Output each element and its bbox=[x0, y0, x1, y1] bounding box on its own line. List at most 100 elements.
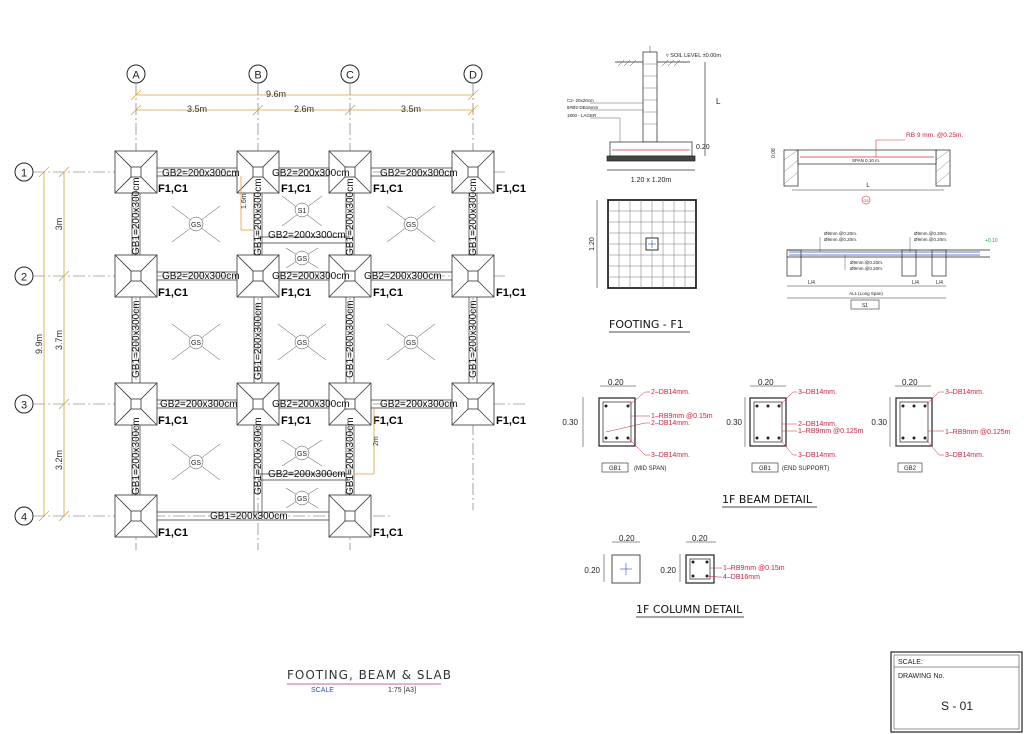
grid-label-b: B bbox=[254, 70, 261, 82]
footing-b1 bbox=[236, 150, 280, 194]
footing-thickness-label: 0.20 bbox=[696, 144, 710, 151]
beam-top-bars: 3–DB14mm. bbox=[945, 389, 984, 396]
s1-rebar-note-6: Ø9mm.@0.20m. bbox=[850, 266, 883, 271]
footing-rebar-note: 8#Ø2-DB16mm bbox=[567, 105, 599, 110]
footing-c1 bbox=[328, 150, 372, 194]
dim-2m: 2m bbox=[373, 436, 380, 446]
gb1-label: GB1=200x300cm bbox=[253, 178, 264, 256]
gb1-label: GB1=200x300cm bbox=[345, 417, 356, 495]
slab-markers: GS GS GS GS GS GS GS GS GS S1 bbox=[171, 195, 436, 509]
title-block bbox=[890, 651, 1023, 733]
slab-gs-text: GS bbox=[297, 340, 307, 347]
slab-s1-section bbox=[786, 237, 990, 310]
gb1-label: GB1=200x300cm bbox=[345, 178, 356, 256]
s1-l4-left: L/4 bbox=[808, 280, 815, 286]
dim-total-width: 9.6m bbox=[266, 89, 286, 99]
slab-gs-text: GS bbox=[297, 451, 307, 458]
s1-tag: S1 bbox=[862, 303, 868, 309]
footing-d2 bbox=[451, 254, 495, 298]
slab-gs-marker: GS bbox=[171, 443, 221, 481]
beam-stirrups: 1–RB9mm @0.125m bbox=[798, 428, 864, 435]
footing-section-detail bbox=[590, 46, 706, 171]
dim-span-34: 3.2m bbox=[54, 450, 64, 470]
s1-l4-mid: L/4 bbox=[912, 280, 919, 286]
beam-mid-bars: 2–DB14mm. bbox=[651, 420, 690, 427]
gb2-label: GB2=200x300cm bbox=[268, 469, 346, 480]
slab-gs-marker: GS bbox=[171, 323, 221, 361]
beam-bottom-bars: 3–DB14mm. bbox=[651, 452, 690, 459]
slab-gs-marker: GS bbox=[285, 487, 319, 509]
slab-gs-text: GS bbox=[297, 256, 307, 263]
beam-stirrups: 1–RB9mm @0.15m bbox=[651, 413, 713, 420]
gb2-label: GB2=200x300cm bbox=[268, 230, 346, 241]
footing-tag: F1,C1 bbox=[496, 287, 526, 299]
beam-bottom-bars: 3–DB14mm. bbox=[945, 452, 984, 459]
slab-gs-marker: GS bbox=[386, 323, 436, 361]
slab-gs-text: GS bbox=[191, 460, 201, 467]
dim-span-12: 3m bbox=[54, 218, 64, 231]
footing-tag: F1,C1 bbox=[373, 183, 403, 195]
beam-height: 0.30 bbox=[562, 418, 578, 427]
footing-tag: F1,C1 bbox=[496, 183, 526, 195]
beam-width: 0.20 bbox=[608, 378, 624, 387]
beam-detail-title: 1F BEAM DETAIL bbox=[722, 493, 813, 506]
footing-tag: F1,C1 bbox=[373, 527, 403, 539]
beam-labels-gb2: GB2=200x300cm GB2=200x300cm GB2=200x300c… bbox=[160, 168, 458, 522]
beam-stirrups: 1–RB9mm @0.125m bbox=[945, 429, 1011, 436]
grid-column-C: C bbox=[340, 64, 360, 550]
beam-height: 0.30 bbox=[871, 418, 887, 427]
slab-s1-text: S1 bbox=[298, 208, 307, 215]
slab-rebar-note: RB 9 mm. @0.25m. bbox=[906, 132, 963, 139]
gb1-label: GB1=200x300cm bbox=[345, 300, 356, 378]
sub-dimensions bbox=[240, 176, 375, 475]
footings bbox=[114, 150, 495, 538]
s1-rebar-note-4: Ø9mm.@0.20m. bbox=[914, 237, 947, 242]
beam-height: 0.30 bbox=[726, 418, 742, 427]
beam-bottom-bars: 3–DB14mm. bbox=[798, 452, 837, 459]
footing-c4 bbox=[328, 494, 372, 538]
beam-labels-gb1: GB1=200x300cm GB1=200x300cm GB1=200x300c… bbox=[131, 177, 479, 495]
beam-width: 0.20 bbox=[758, 378, 774, 387]
gb1-label: GB1=200x300cm bbox=[210, 511, 288, 522]
footing-tag: F1,C1 bbox=[158, 415, 188, 427]
gb2-label: GB2=200x300cm bbox=[160, 399, 238, 410]
beam-location: (MID SPAN) bbox=[634, 466, 667, 472]
beam-top-bars: 3–DB14mm. bbox=[798, 389, 837, 396]
beam-detail-gb2: 0.20 0.30 3–DB14mm. 1–RB9mm @0.125m 3–DB… bbox=[871, 378, 1011, 473]
slab-span-note: SPAN 0.10 m. bbox=[852, 158, 880, 163]
dim-1-6m: 1.6m bbox=[241, 193, 248, 209]
column-main-bars: 4–DB16mm bbox=[723, 574, 760, 581]
slab-gs-text: GS bbox=[406, 340, 416, 347]
gb2-label: GB2=200x300cm bbox=[364, 271, 442, 282]
grid-label-c: C bbox=[346, 70, 354, 82]
drawing-title: FOOTING, BEAM & SLAB bbox=[287, 668, 452, 682]
column-width: 0.20 bbox=[619, 534, 635, 543]
beam-width: 0.20 bbox=[902, 378, 918, 387]
footing-tag: F1,C1 bbox=[158, 183, 188, 195]
scale-value: 1:75 [A3] bbox=[388, 687, 416, 694]
footing-tag: F1,C1 bbox=[373, 287, 403, 299]
footing-depth-label: L bbox=[716, 97, 721, 106]
footing-c2 bbox=[328, 254, 372, 298]
vertical-dimensions bbox=[38, 166, 70, 522]
grid-label-2: 2 bbox=[21, 272, 27, 284]
title-block-scale: SCALE: bbox=[898, 659, 923, 666]
title-block-drawing-no-label: DRAWING No. bbox=[898, 673, 944, 680]
footing-base-size: 1.20 x 1.20m bbox=[631, 177, 672, 184]
footing-f1-title: FOOTING - F1 bbox=[609, 318, 684, 331]
grid-label-1: 1 bbox=[21, 168, 27, 180]
footing-plan-detail bbox=[596, 199, 697, 289]
soil-level-note: ▿ SOIL LEVEL ±0.00m bbox=[666, 53, 721, 59]
gb2-label: GB2=200x300cm bbox=[272, 168, 350, 179]
column-width: 0.20 bbox=[692, 534, 708, 543]
footing-tag: F1,C1 bbox=[158, 287, 188, 299]
slab-gs-tag: GS bbox=[863, 199, 869, 203]
column-detail: 0.20 0.20 0.20 0.20 1–RB9mm @0.15m 4–DB1… bbox=[584, 534, 785, 584]
s1-rebar-note-5: Ø9mm.@0.20m. bbox=[850, 260, 883, 265]
slab-gs-section bbox=[783, 139, 951, 205]
slab-s1-marker: S1 bbox=[281, 195, 323, 227]
column-detail-title: 1F COLUMN DETAIL bbox=[636, 603, 743, 616]
column-height: 0.20 bbox=[660, 566, 676, 575]
beam-top-bars: 2–DB14mm. bbox=[651, 389, 690, 396]
